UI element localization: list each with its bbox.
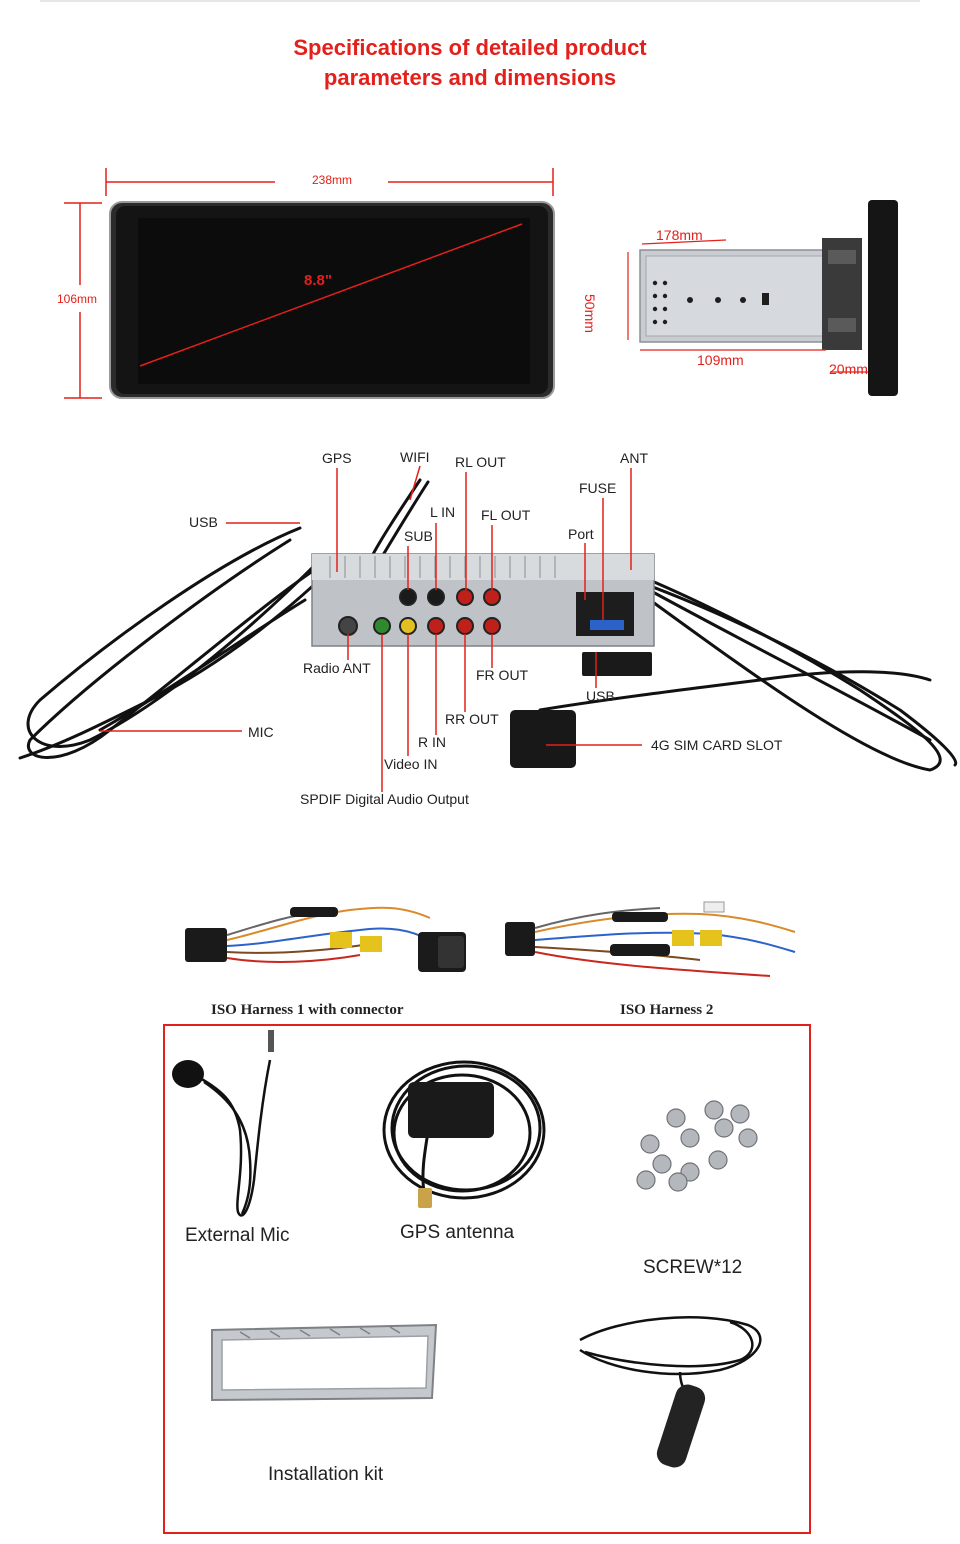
iso-harness-2-caption: ISO Harness 2 xyxy=(620,1002,714,1018)
external-mic-caption: External Mic xyxy=(185,1225,290,1246)
chassis-side-figure xyxy=(627,200,898,396)
fr-out-label: FR OUT xyxy=(476,667,529,683)
usb-right-label: USB xyxy=(586,688,615,704)
fl-out-label: FL OUT xyxy=(481,507,531,523)
radio-ant-label: Radio ANT xyxy=(303,660,371,676)
ant-connector-label: ANT xyxy=(620,450,648,466)
rear-panel-diagram xyxy=(18,465,958,792)
gps-antenna-caption: GPS antenna xyxy=(400,1222,515,1243)
chassis-length-label: 178mm xyxy=(656,227,703,243)
sub-label: SUB xyxy=(404,528,433,544)
r-in-label: R IN xyxy=(418,734,446,750)
screw-caption: SCREW*12 xyxy=(643,1257,743,1278)
page-title-line-1: Specifications of detailed product xyxy=(293,35,647,60)
screen-dimension-figure xyxy=(64,168,555,399)
installation-kit-caption: Installation kit xyxy=(268,1464,384,1485)
l-in-label: L IN xyxy=(430,504,456,520)
gps-connector-label: GPS xyxy=(322,450,352,466)
usb-left-label: USB xyxy=(189,514,218,530)
wifi-connector-label: WIFI xyxy=(400,449,430,465)
rr-out-label: RR OUT xyxy=(445,711,499,727)
chassis-depth-label: 109mm xyxy=(697,352,744,368)
page-title-line-2: parameters and dimensions xyxy=(323,65,617,90)
diagonal-size-label: 8.8" xyxy=(304,272,332,289)
bezel-depth-label: 20mm xyxy=(829,361,868,377)
width-dimension-label: 238mm xyxy=(312,173,353,187)
fuse-label: FUSE xyxy=(579,480,617,496)
video-in-label: Video IN xyxy=(384,756,438,772)
sim-card-slot-label: 4G SIM CARD SLOT xyxy=(651,737,783,753)
spdif-output-label: SPDIF Digital Audio Output xyxy=(300,791,469,807)
mic-label: MIC xyxy=(248,724,274,740)
iso-harness-1-caption: ISO Harness 1 with connector xyxy=(211,1002,404,1018)
iso-harness-figures xyxy=(185,901,796,977)
rl-out-label: RL OUT xyxy=(455,454,506,470)
port-label: Port xyxy=(568,526,594,542)
top-divider xyxy=(40,0,920,2)
height-dimension-label: 106mm xyxy=(57,292,98,306)
accessories-frame xyxy=(163,1024,811,1534)
